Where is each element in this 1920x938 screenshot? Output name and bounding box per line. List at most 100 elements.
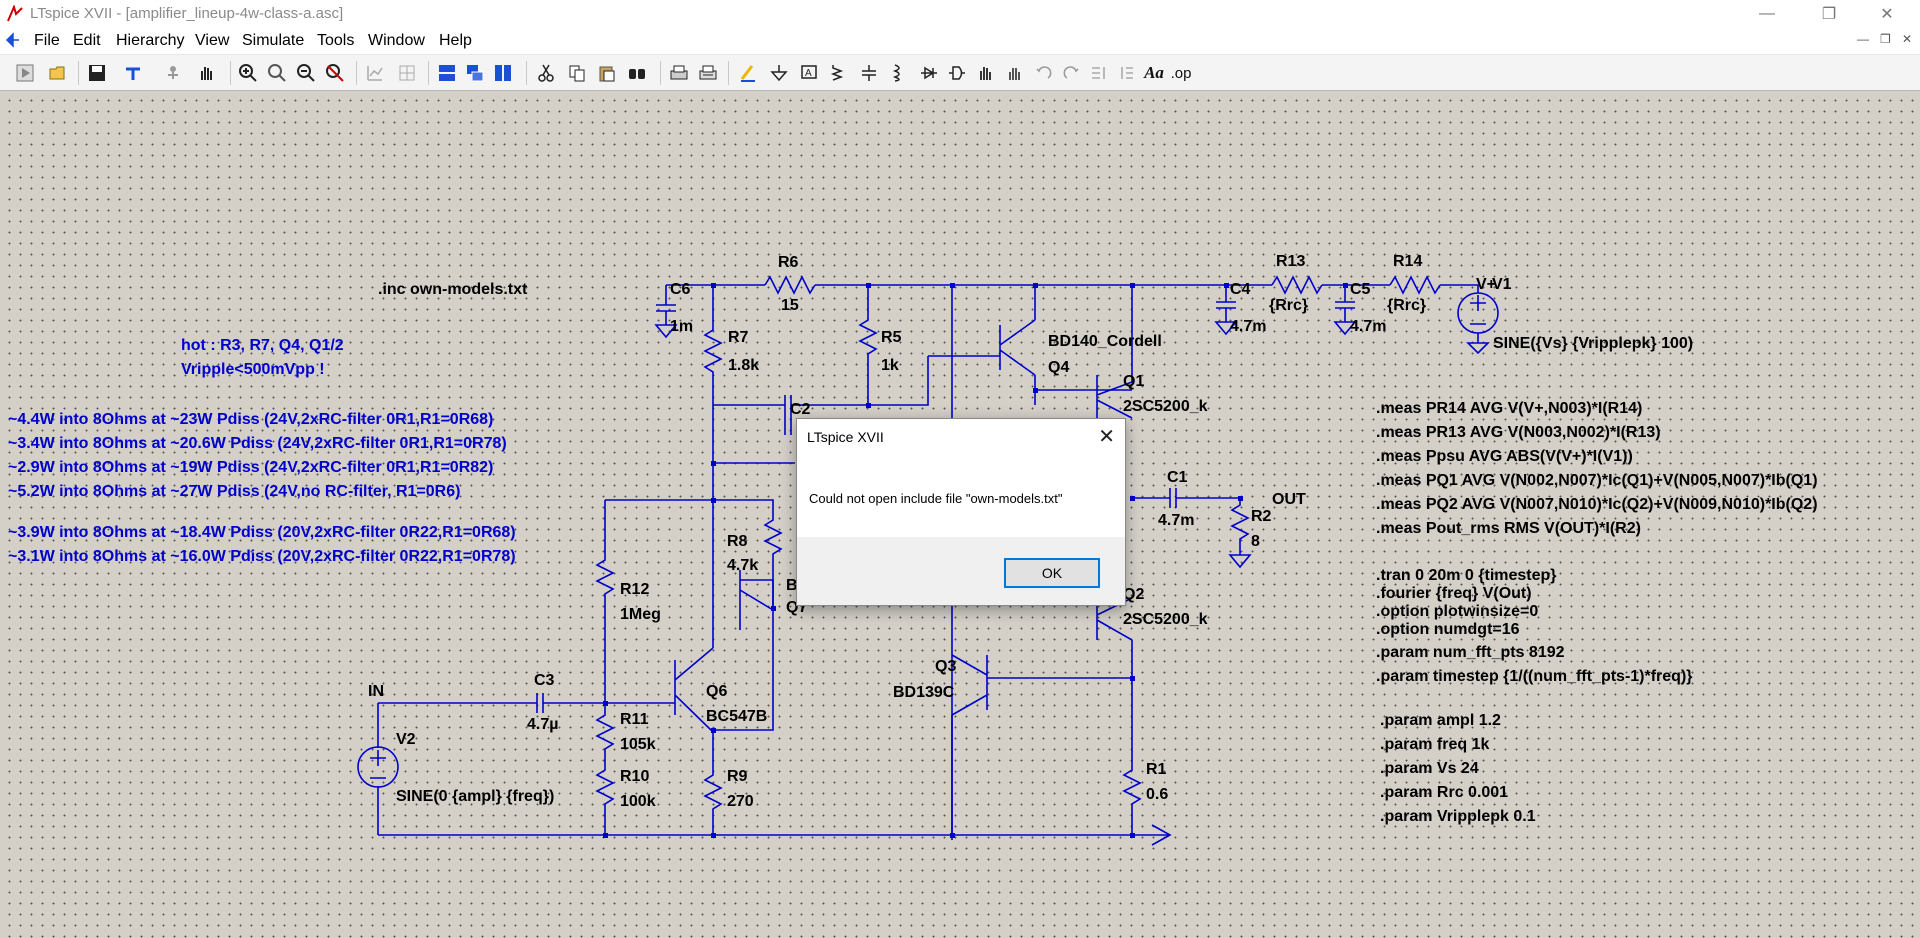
label-c6[interactable]: C6 xyxy=(670,281,691,298)
label-q3[interactable]: Q3 xyxy=(935,658,957,675)
source-v1[interactable]: SINE({Vs} {Vripplepk} 100) xyxy=(1493,335,1694,352)
include-directive[interactable]: .inc own-models.txt xyxy=(378,281,528,298)
cascade-icon[interactable] xyxy=(462,60,488,86)
halt-icon[interactable] xyxy=(160,60,186,86)
label-r8[interactable]: R8 xyxy=(727,533,748,550)
dialog-close-icon[interactable]: ✕ xyxy=(1098,426,1115,448)
net-label-out[interactable]: OUT xyxy=(1272,491,1306,508)
directive-param-freq[interactable]: .param freq 1k xyxy=(1380,736,1490,753)
menu-window[interactable]: Window xyxy=(368,32,425,49)
directive-meas-pq2[interactable]: .meas PQ2 AVG V(N007,N010)*Ic(Q2)+V(N009… xyxy=(1376,496,1818,513)
label-c5[interactable]: C5 xyxy=(1350,281,1371,298)
minimize-button[interactable]: — xyxy=(1759,5,1775,22)
label-r6[interactable]: R6 xyxy=(778,254,799,271)
rotate-icon[interactable] xyxy=(1086,60,1112,86)
save-icon[interactable] xyxy=(84,60,110,86)
note-power-6[interactable]: ~3.1W into 8Ohms at ~16.0W Pdiss (20V,2x… xyxy=(8,548,516,565)
label-v1[interactable]: V1 xyxy=(1492,276,1512,293)
directive-tran[interactable]: .tran 0 20m 0 {timestep} xyxy=(1376,567,1557,584)
model-q2[interactable]: 2SC5200_k xyxy=(1123,611,1208,628)
label-c3[interactable]: C3 xyxy=(534,672,555,689)
directive-param-rrc[interactable]: .param Rrc 0.001 xyxy=(1380,784,1509,801)
value-r8[interactable]: 4.7k xyxy=(727,557,759,574)
capacitor-icon[interactable] xyxy=(856,60,882,86)
paste-icon[interactable] xyxy=(594,60,620,86)
run-icon[interactable] xyxy=(12,60,38,86)
menu-tools[interactable]: Tools xyxy=(317,32,355,49)
value-r9[interactable]: 270 xyxy=(727,793,754,810)
zoom-fit-icon[interactable] xyxy=(293,60,319,86)
note-power-1[interactable]: ~4.4W into 8Ohms at ~23W Pdiss (24V,2xRC… xyxy=(8,411,494,428)
label-q4[interactable]: Q4 xyxy=(1048,359,1070,376)
directive-meas-pq1[interactable]: .meas PQ1 AVG V(N002,N007)*Ic(Q1)+V(N005… xyxy=(1376,472,1818,489)
copy-icon[interactable] xyxy=(564,60,590,86)
label-r5[interactable]: R5 xyxy=(881,329,902,346)
spice-directive-icon[interactable]: .op xyxy=(1170,64,1192,82)
menu-help[interactable]: Help xyxy=(439,32,472,49)
drag-icon[interactable] xyxy=(1002,60,1028,86)
directive-num-fft-pts[interactable]: .param num_fft_pts 8192 xyxy=(1376,644,1565,661)
cut-icon[interactable] xyxy=(533,60,559,86)
menu-edit[interactable]: Edit xyxy=(73,32,101,49)
value-c1[interactable]: 4.7m xyxy=(1158,512,1195,529)
label-r13[interactable]: R13 xyxy=(1276,253,1306,270)
label-net-icon[interactable]: A xyxy=(796,60,822,86)
label-r12[interactable]: R12 xyxy=(620,581,650,598)
schematic-canvas[interactable]: .inc own-models.txt hot : R3, R7, Q4, Q1… xyxy=(0,91,1920,938)
menu-view[interactable]: View xyxy=(195,32,230,49)
value-r11[interactable]: 105k xyxy=(620,736,656,753)
draw-wire-icon[interactable] xyxy=(735,60,761,86)
label-r9[interactable]: R9 xyxy=(727,768,748,785)
model-q7-partial[interactable]: B xyxy=(786,577,798,594)
note-vripple[interactable]: Vripple<500mVpp ! xyxy=(181,361,325,378)
document-icon[interactable] xyxy=(4,31,22,49)
value-r14[interactable]: {Rrc} xyxy=(1387,297,1427,314)
tile-vertical-icon[interactable] xyxy=(490,60,516,86)
mirror-icon[interactable] xyxy=(1114,60,1140,86)
value-c5[interactable]: 4.7m xyxy=(1350,318,1387,335)
value-r13[interactable]: {Rrc} xyxy=(1269,297,1309,314)
label-c1[interactable]: C1 xyxy=(1167,469,1188,486)
text-icon[interactable]: Aa xyxy=(1144,63,1164,82)
label-r2[interactable]: R2 xyxy=(1251,508,1272,525)
ok-button[interactable]: OK xyxy=(1004,558,1100,588)
print-preview-icon[interactable] xyxy=(695,60,721,86)
restore-button[interactable]: ❐ xyxy=(1821,6,1837,23)
label-v2[interactable]: V2 xyxy=(396,731,416,748)
diode-icon[interactable] xyxy=(916,60,942,86)
mdi-minimize-button[interactable]: — xyxy=(1857,32,1869,46)
menu-file[interactable]: File xyxy=(34,32,60,49)
pan-icon[interactable] xyxy=(193,60,219,86)
label-q1[interactable]: Q1 xyxy=(1123,373,1145,390)
label-q6[interactable]: Q6 xyxy=(706,683,728,700)
label-vplus[interactable]: V+ xyxy=(1476,276,1497,293)
net-label-in[interactable]: IN xyxy=(368,683,384,700)
mdi-restore-button[interactable]: ❐ xyxy=(1880,32,1891,46)
value-r2[interactable]: 8 xyxy=(1251,533,1260,550)
label-q2[interactable]: Q2 xyxy=(1123,586,1145,603)
redo-icon[interactable] xyxy=(1058,60,1084,86)
value-r1[interactable]: 0.6 xyxy=(1146,786,1169,803)
move-icon[interactable] xyxy=(973,60,999,86)
close-button[interactable]: ✕ xyxy=(1880,6,1894,23)
print-icon[interactable] xyxy=(666,60,692,86)
mdi-close-button[interactable]: ✕ xyxy=(1902,32,1913,46)
value-r10[interactable]: 100k xyxy=(620,793,656,810)
source-v2[interactable]: SINE(0 {ampl} {freq}) xyxy=(396,788,555,805)
directive-numdgt[interactable]: .option numdgt=16 xyxy=(1376,621,1520,638)
value-c4[interactable]: 4.7m xyxy=(1230,318,1267,335)
label-c2[interactable]: C2 xyxy=(790,401,811,418)
model-bd140[interactable]: BD140_Cordell xyxy=(1048,333,1162,350)
tile-horizontal-icon[interactable] xyxy=(434,60,460,86)
value-r12[interactable]: 1Meg xyxy=(620,606,661,623)
resistor-icon[interactable] xyxy=(826,60,852,86)
note-hot[interactable]: hot : R3, R7, Q4, Q1/2 xyxy=(181,337,344,354)
label-r1[interactable]: R1 xyxy=(1146,761,1167,778)
label-c4[interactable]: C4 xyxy=(1230,281,1251,298)
directive-meas-pr13[interactable]: .meas PR13 AVG V(N003,N002)*I(R13) xyxy=(1376,424,1661,441)
note-power-3[interactable]: ~2.9W into 8Ohms at ~19W Pdiss (24V,2xRC… xyxy=(8,459,494,476)
grid-icon[interactable] xyxy=(394,60,420,86)
zoom-cancel-icon[interactable] xyxy=(322,60,348,86)
value-r6[interactable]: 15 xyxy=(781,297,799,314)
label-r14[interactable]: R14 xyxy=(1393,253,1423,270)
